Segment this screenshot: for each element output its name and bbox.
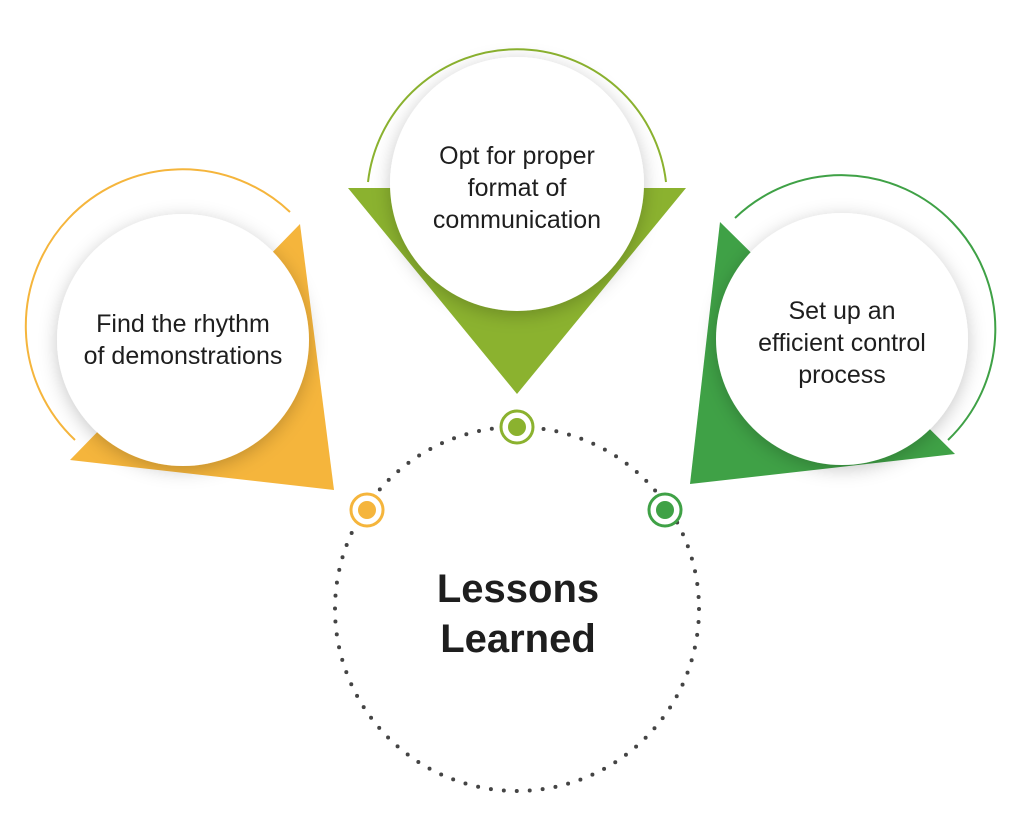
green-target-dot <box>647 492 683 528</box>
lime-bubble <box>390 57 644 311</box>
green-outline-arc <box>734 174 997 441</box>
item-label-control-process: Set up an efficient control process <box>758 297 926 389</box>
orange-outline-arc <box>24 168 291 441</box>
green-bubble <box>716 213 968 465</box>
item-label-opt-format: Opt for proper format of communication <box>432 142 602 234</box>
lime-target-dot <box>499 409 535 445</box>
orange-bubble <box>57 214 309 466</box>
item-find-rhythm <box>24 168 334 490</box>
item-label-find-rhythm: Find the rhythm of demonstrations <box>83 310 283 370</box>
center-title: Lessons Learned <box>436 567 600 661</box>
item-control-process <box>690 174 997 484</box>
item-opt-format <box>348 48 686 394</box>
lime-outline-arc <box>367 48 667 183</box>
orange-target-dot <box>349 492 385 528</box>
